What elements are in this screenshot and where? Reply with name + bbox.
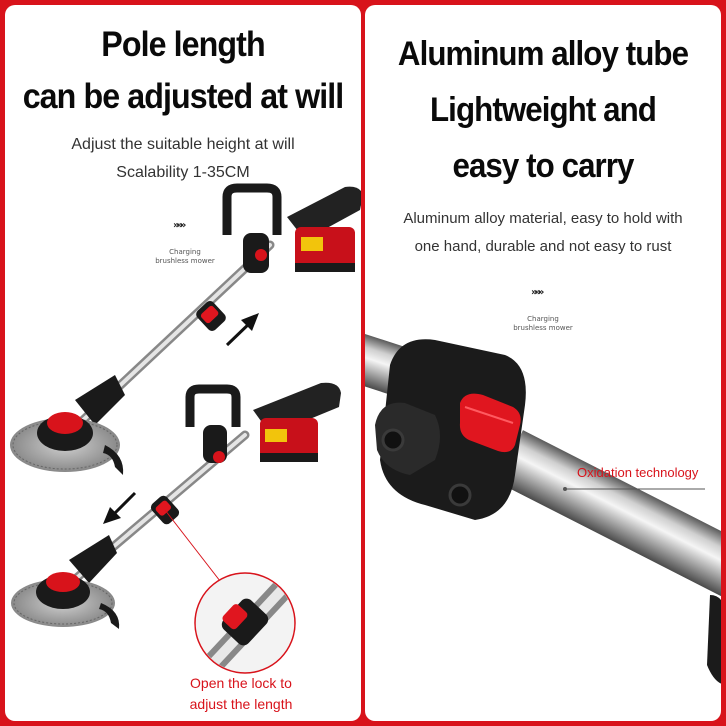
right-panel: Aluminum alloy tube Lightweight and easy… [365, 5, 721, 721]
left-sub-line2: Scalability 1-35CM [116, 164, 250, 181]
left-caption-line1: Open the lock to [190, 675, 292, 691]
right-badge-line2: brushless mower [513, 324, 573, 332]
left-badge: Charging brushless mower [145, 248, 225, 266]
left-caption-line2: adjust the length [189, 696, 293, 712]
right-heading-line3: easy to carry [452, 147, 634, 185]
right-heading-line1: Aluminum alloy tube [397, 35, 689, 73]
right-heading-line2: Lightweight and [429, 91, 657, 129]
left-panel: Pole length can be adjusted at will Adju… [5, 5, 361, 721]
tube-closeup-illustration [365, 331, 721, 684]
left-heading-line2: can be adjusted at will [22, 77, 345, 116]
magnifier-circle-icon [194, 572, 296, 674]
right-badge-line1: Charging [527, 315, 559, 323]
chevrons-icon: »»» [531, 287, 545, 298]
right-sub-line2: one hand, durable and not easy to rust [414, 238, 672, 255]
oxidation-callout: Oxidation technology [577, 465, 699, 480]
left-heading-line1: Pole length [101, 25, 265, 64]
arrow-up-icon [225, 313, 259, 347]
arrow-down-icon [103, 491, 137, 524]
right-badge: Charging brushless mower [503, 315, 583, 333]
left-caption: Open the lock to adjust the length [161, 673, 321, 715]
right-sub-line1: Aluminum alloy material, easy to hold wi… [403, 210, 683, 227]
trimmer-illustration [10, 183, 361, 674]
upper-trimmer [10, 183, 361, 475]
left-badge-line2: brushless mower [155, 257, 215, 265]
chevrons-icon: »»» [173, 220, 187, 231]
tube-clamp [375, 339, 526, 520]
left-badge-line1: Charging [169, 248, 201, 256]
left-sub-line1: Adjust the suitable height at will [71, 136, 295, 153]
